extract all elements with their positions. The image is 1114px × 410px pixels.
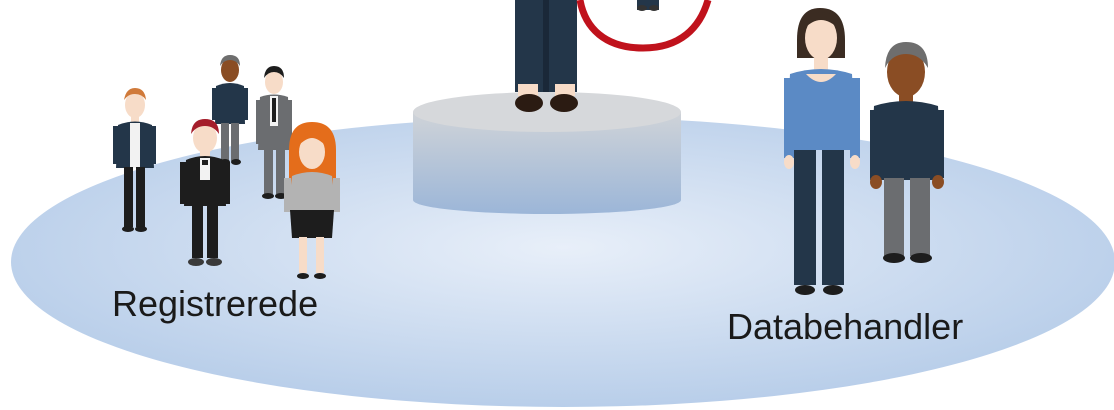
registrerede-label: Registrerede xyxy=(112,286,318,322)
podium xyxy=(413,92,681,214)
databehandler-label: Databehandler xyxy=(727,309,963,345)
highlight-ring xyxy=(580,0,708,48)
